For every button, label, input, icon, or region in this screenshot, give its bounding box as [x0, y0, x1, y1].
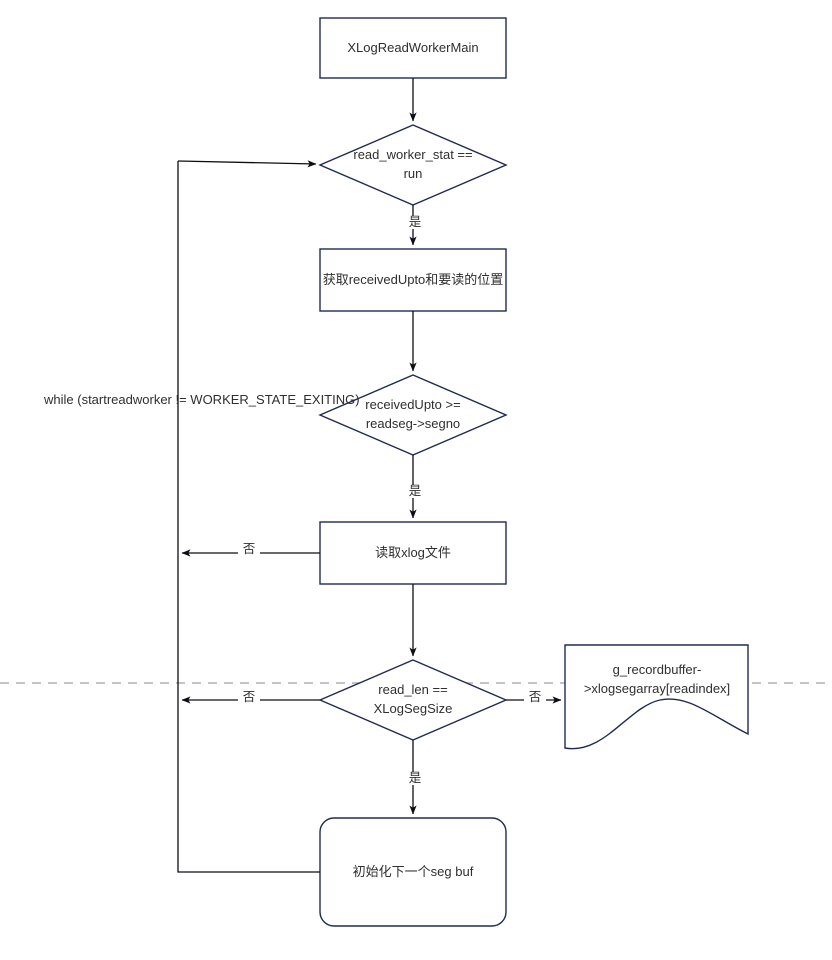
node-check_segno-shape[interactable]	[318, 374, 508, 456]
edge-loopback-rail	[177, 161, 320, 873]
node-get_pos-shape[interactable]	[319, 248, 507, 312]
edge-label-read_xlog-no: 否	[238, 543, 260, 556]
node-start-shape[interactable]	[319, 17, 507, 79]
edge-label-check_len-no-right: 否	[524, 691, 546, 704]
node-check_state-shape[interactable]	[318, 124, 508, 206]
node-read_xlog-shape[interactable]	[319, 521, 507, 585]
edge-label-check_state-yes: 是	[404, 216, 426, 229]
edge-label-check_len-yes: 是	[404, 772, 426, 785]
node-check_len-shape[interactable]	[318, 659, 508, 741]
edge-loopback-to-check_state	[177, 160, 317, 168]
loop-condition-label: while (startreadworker != WORKER_STATE_E…	[44, 392, 360, 407]
edge-label-check_segno-yes: 是	[404, 485, 426, 498]
node-init_seg-shape[interactable]	[319, 817, 507, 927]
node-recordbuffer-shape[interactable]	[564, 644, 749, 750]
edge-label-check_len-no-left: 否	[238, 691, 260, 704]
